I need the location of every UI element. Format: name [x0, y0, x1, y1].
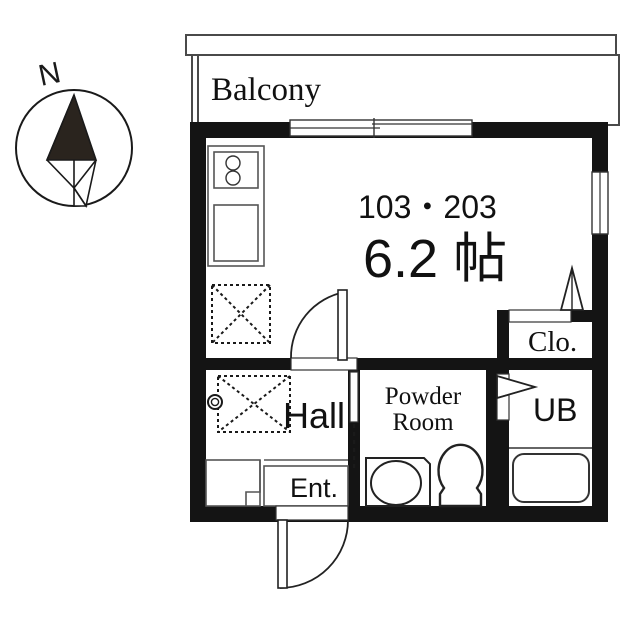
entrance-step-edge	[245, 460, 261, 506]
closet-folding-door[interactable]	[508, 264, 585, 323]
bathtub-outline	[512, 453, 590, 503]
closet-floor	[509, 322, 592, 358]
balcony-label: Balcony	[211, 72, 321, 108]
partition-powder-ub	[486, 370, 497, 506]
ub-door-leaf-b	[496, 386, 536, 399]
washbasin	[365, 457, 431, 507]
main-room-area: 6.2 帖	[363, 229, 507, 289]
refrigerator-outline	[211, 284, 271, 344]
closet-label: Clo.	[528, 326, 577, 358]
bathtub	[509, 447, 592, 503]
entrance-area	[205, 459, 349, 507]
main-room-door-panel	[337, 289, 348, 361]
entrance-label: Ent.	[290, 473, 338, 503]
partition-closet-left	[497, 310, 509, 358]
entrance-tile	[263, 465, 349, 507]
kitchen-unit	[207, 145, 265, 267]
shoe-box	[205, 459, 261, 507]
entrance-door[interactable]	[275, 505, 349, 589]
toilet-outline	[437, 443, 484, 508]
partition-horizontal-main	[206, 358, 592, 370]
entrance-door-arc	[279, 519, 349, 589]
powder-room-label-line1: Powder	[385, 383, 462, 410]
main-room-door-arc	[290, 291, 346, 359]
refrigerator-x1	[211, 284, 271, 344]
north-compass	[15, 89, 133, 209]
stove-burner-1	[225, 155, 241, 171]
compass-needle-tail	[73, 185, 88, 207]
main-room-door[interactable]	[290, 289, 358, 371]
main-room-door-threshold	[290, 357, 358, 371]
main-room-unit-numbers: 103・203	[358, 189, 497, 225]
balcony-ledge	[185, 34, 617, 56]
main-room-window[interactable]	[591, 171, 609, 235]
compass-needle-north	[45, 92, 98, 161]
toilet	[437, 443, 484, 508]
entrance-door-panel	[277, 519, 288, 589]
hall-label: Hall	[283, 395, 345, 436]
powder-door-track-upper	[349, 371, 359, 423]
powder-room-sliding-door[interactable]	[349, 371, 359, 468]
kitchen-sink	[213, 204, 259, 262]
washing-machine-space	[207, 375, 291, 433]
entrance-door-threshold	[275, 505, 349, 521]
main-room-right-floor	[497, 138, 592, 310]
balcony-sliding-window[interactable]	[289, 118, 473, 138]
refrigerator-x2	[211, 284, 271, 344]
washbasin-bowl	[370, 460, 422, 506]
closet-door-threshold	[508, 309, 572, 323]
stove-burner-2	[225, 170, 241, 186]
unit-bath-door[interactable]	[496, 373, 539, 421]
washer-drain-inner	[210, 397, 220, 407]
refrigerator-space	[211, 284, 271, 344]
unit-bath-label: UB	[533, 392, 577, 428]
powder-room-label-line2: Room	[392, 409, 454, 436]
